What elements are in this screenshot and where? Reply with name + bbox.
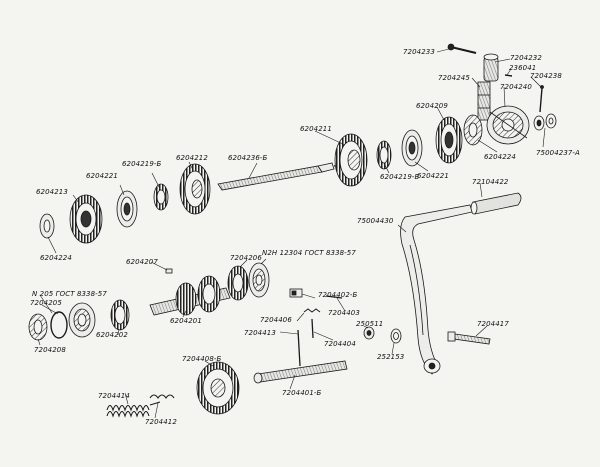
label-6204224-top: 6204224 — [484, 153, 516, 161]
label-250511: 250511 — [356, 320, 384, 328]
gear-7204206 — [227, 265, 249, 301]
label-7204401b: 7204401-Б — [282, 389, 322, 397]
label-236041: 236041 — [509, 64, 537, 72]
bushing-7204232 — [483, 53, 499, 82]
spring-7204412 — [149, 394, 175, 399]
countershaft-6204201 — [149, 275, 231, 316]
kick-lever-75004430 — [400, 204, 473, 375]
gear-7204408b — [196, 361, 240, 415]
bolt-7204233 — [447, 43, 477, 54]
label-6204207: 6204207 — [126, 258, 158, 266]
label-7204412: 7204412 — [145, 418, 177, 426]
spring-7204414 — [106, 401, 161, 418]
label-7204238: 7204238 — [530, 72, 562, 80]
gear-6204219b-left — [153, 183, 169, 211]
gear-6204213 — [69, 194, 103, 244]
label-6204221-left: 6204221 — [86, 172, 118, 180]
label-6204201: 6204201 — [170, 317, 202, 325]
label-7204406: 7204406 — [260, 316, 292, 324]
gear-6204211 — [334, 133, 368, 187]
starter-drum-7204240 — [486, 105, 530, 145]
bolt-7204417 — [447, 331, 491, 345]
bearing-n2h12304 — [248, 262, 270, 298]
pin-7204238 — [539, 85, 544, 113]
nut-250511 — [363, 326, 375, 340]
label-6204224-left: 6204224 — [40, 254, 72, 262]
leader-lines — [37, 48, 546, 419]
block-7204402b — [289, 288, 303, 298]
label-72104422: 72104422 — [472, 178, 509, 186]
label-6204209: 6204209 — [416, 102, 448, 110]
washer-75004237a — [533, 113, 557, 131]
pin-7204413 — [297, 329, 301, 367]
ring-7204205 — [50, 311, 68, 339]
label-bearing-n205: N 205 ГОСТ 8338-57 — [32, 290, 107, 298]
label-7204208: 7204208 — [34, 346, 66, 354]
label-7204403: 7204403 — [328, 309, 360, 317]
pin-236041 — [504, 74, 513, 77]
label-6204211: 6204211 — [300, 125, 332, 133]
pin-7204403 — [325, 295, 343, 299]
clutch-6204221-left — [116, 190, 138, 228]
label-6204221-right: 6204221 — [417, 172, 449, 180]
gear-6204202 — [110, 299, 130, 331]
label-7204245: 7204245 — [438, 74, 470, 82]
label-7204233: 7204233 — [403, 48, 435, 56]
label-6204219b-right: 6204219-Б — [380, 173, 420, 181]
label-7204402b: 7204402-Б — [318, 291, 358, 299]
footrest-rubber-72104422 — [470, 192, 522, 215]
label-6204236b: 6204236-Б — [228, 154, 268, 162]
label-7204232: 7204232 — [510, 54, 542, 62]
label-7204413: 7204413 — [244, 329, 276, 337]
label-7204206: 7204206 — [230, 254, 262, 262]
sleeve-7204245 — [477, 81, 491, 121]
spring-7204406 — [303, 308, 321, 313]
label-6204202: 6204202 — [96, 331, 128, 339]
pin-6204207 — [165, 268, 173, 274]
label-6204219b-left: 6204219-Б — [122, 160, 162, 168]
label-75004430: 75004430 — [357, 217, 394, 225]
label-252153: 252153 — [377, 353, 405, 361]
washer-252153 — [390, 328, 402, 344]
label-75004237a: 75004237-A — [536, 149, 580, 157]
clutch-6204221-right — [401, 129, 423, 167]
label-6204213: 6204213 — [36, 188, 68, 196]
label-7204417: 7204417 — [477, 320, 509, 328]
washer-6204224-left — [39, 213, 55, 239]
label-7204240: 7204240 — [500, 83, 532, 91]
gear-6204209-top — [435, 116, 463, 164]
label-7204205: 7204205 — [30, 299, 62, 307]
label-6204212: 6204212 — [176, 154, 208, 162]
label-bearing-n2h12304: N2H 12304 ГОСТ 8338-57 — [262, 249, 356, 257]
label-7204404: 7204404 — [324, 340, 356, 348]
shaft-6204236b — [217, 162, 346, 191]
ratchet-6204224-top — [463, 114, 483, 146]
label-7204408b: 7204408-Б — [182, 355, 222, 363]
label-7204414: 7204414 — [98, 392, 130, 400]
gear-6204219b-right — [376, 140, 392, 170]
seal-7204208 — [28, 313, 48, 341]
gear-6204212 — [179, 163, 211, 215]
bearing-n205 — [68, 302, 96, 338]
shaft-7204401b — [253, 360, 348, 384]
pin-7204404 — [311, 318, 314, 339]
